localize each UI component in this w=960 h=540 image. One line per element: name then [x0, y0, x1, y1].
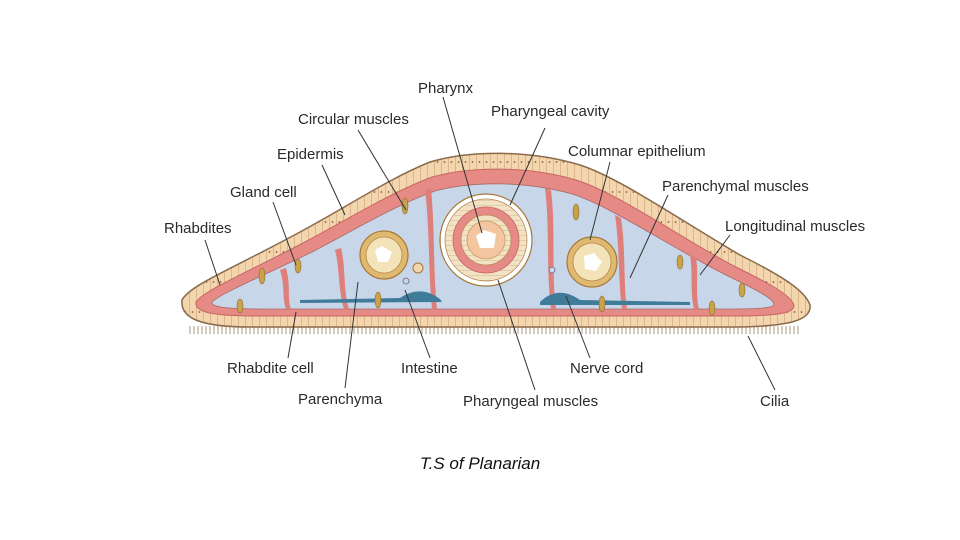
label-gland-cell: Gland cell	[230, 184, 297, 201]
small-ducts	[402, 262, 556, 285]
figure-caption: T.S of Planarian	[419, 454, 541, 473]
gland-cells	[236, 197, 746, 316]
label-intestine: Intestine	[401, 360, 458, 377]
diagram-labels: Pharynx Pharyngeal cavity Circular muscl…	[164, 80, 865, 410]
label-columnar-epithelium: Columnar epithelium	[568, 143, 706, 160]
parenchymal-muscles	[280, 188, 699, 309]
label-pharynx: Pharynx	[418, 80, 474, 97]
label-pharyngeal-muscles: Pharyngeal muscles	[463, 393, 598, 410]
label-parenchyma: Parenchyma	[298, 391, 383, 408]
label-longitudinal-muscles: Longitudinal muscles	[725, 218, 865, 235]
label-cilia: Cilia	[760, 393, 790, 410]
pharynx	[439, 193, 533, 287]
intestine-left	[359, 230, 409, 280]
nerve-cords	[300, 291, 690, 305]
label-rhabdite-cell: Rhabdite cell	[227, 360, 314, 377]
intestine-right	[566, 236, 618, 288]
leader-lines	[204, 96, 776, 391]
label-epidermis: Epidermis	[277, 146, 344, 163]
label-parenchymal-muscles: Parenchymal muscles	[662, 178, 809, 195]
label-pharyngeal-cavity: Pharyngeal cavity	[491, 103, 610, 120]
label-nerve-cord: Nerve cord	[570, 360, 643, 377]
label-rhabdites: Rhabdites	[164, 220, 232, 237]
label-circular-muscles: Circular muscles	[298, 111, 409, 128]
